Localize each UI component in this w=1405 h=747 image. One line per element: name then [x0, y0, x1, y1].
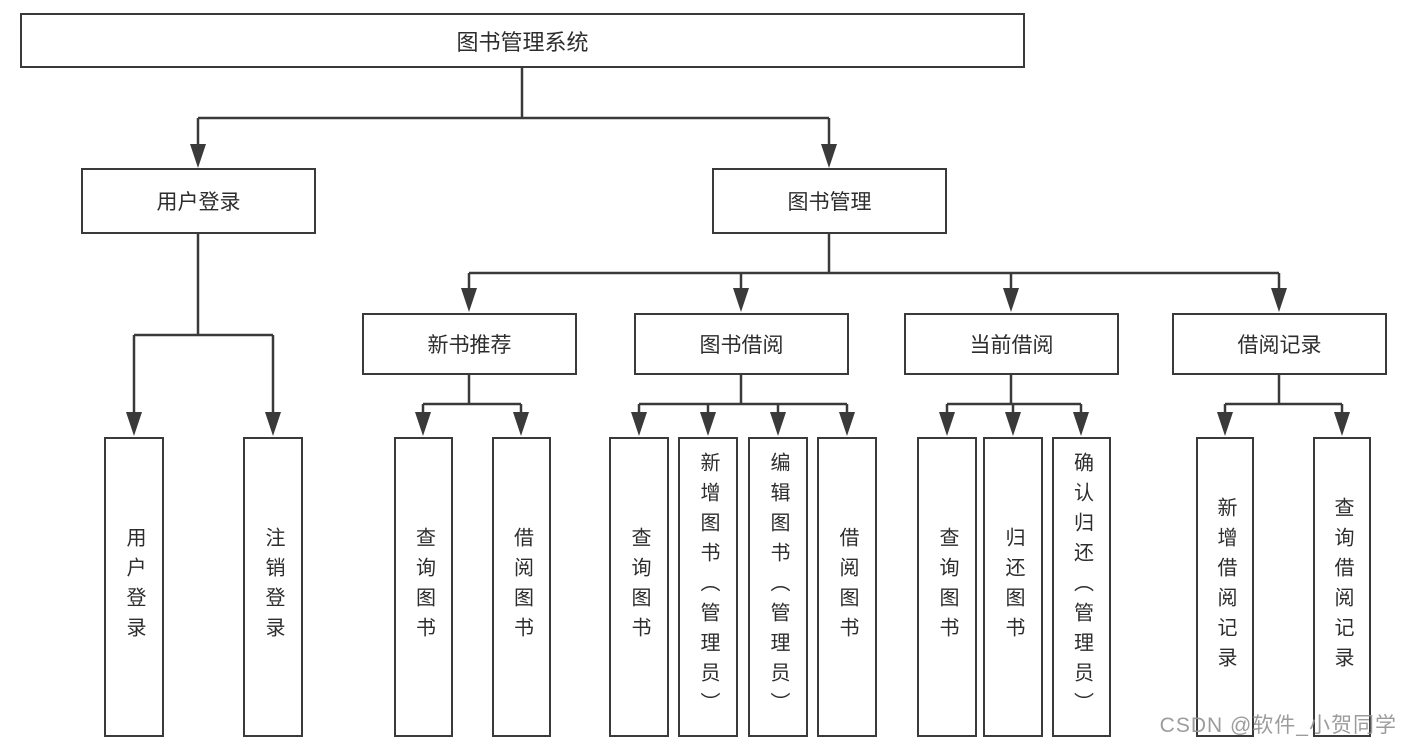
node-edit-books-admin-label: 编辑图书（管理员） — [767, 452, 789, 722]
node-current-borrow-label: 当前借阅 — [969, 334, 1054, 357]
node-user-login: 用户登录 — [81, 168, 316, 234]
node-book-borrow: 图书借阅 — [634, 313, 849, 375]
node-current-borrow: 当前借阅 — [904, 313, 1119, 375]
node-book-management-label: 图书管理 — [787, 191, 872, 214]
node-root: 图书管理系统 — [20, 13, 1025, 68]
node-logout-label: 注销登录 — [262, 527, 284, 647]
csdn-watermark: CSDN @软件_小贺同学 — [1159, 714, 1397, 737]
node-return-books-label: 归还图书 — [1002, 527, 1024, 647]
node-user-login-label: 用户登录 — [156, 191, 241, 214]
node-book-management: 图书管理 — [712, 168, 947, 234]
node-root-label: 图书管理系统 — [456, 29, 589, 55]
node-edit-books-admin: 编辑图书（管理员） — [748, 437, 808, 737]
node-borrow-query-books-label: 查询图书 — [628, 527, 650, 647]
node-new-book-recommend: 新书推荐 — [362, 313, 577, 375]
node-borrow-books: 借阅图书 — [817, 437, 877, 737]
node-return-books: 归还图书 — [983, 437, 1043, 737]
node-add-books-admin-label: 新增图书（管理员） — [697, 452, 719, 722]
node-current-query-books: 查询图书 — [917, 437, 977, 737]
node-borrow-query-books: 查询图书 — [609, 437, 669, 737]
node-recommend-query-books-label: 查询图书 — [412, 527, 435, 647]
node-confirm-return-admin-label: 确认归还（管理员） — [1070, 452, 1093, 722]
node-book-borrow-label: 图书借阅 — [699, 334, 784, 357]
node-add-books-admin: 新增图书（管理员） — [678, 437, 738, 737]
node-user-login-leaf-label: 用户登录 — [123, 527, 145, 647]
node-recommend-borrow-books: 借阅图书 — [492, 437, 551, 737]
node-add-borrow-record-label: 新增借阅记录 — [1214, 497, 1236, 677]
node-new-book-recommend-label: 新书推荐 — [427, 334, 512, 357]
node-confirm-return-admin: 确认归还（管理员） — [1052, 437, 1111, 737]
node-recommend-borrow-books-label: 借阅图书 — [510, 527, 533, 647]
node-borrow-records: 借阅记录 — [1172, 313, 1387, 375]
node-logout: 注销登录 — [243, 437, 303, 737]
node-query-borrow-record: 查询借阅记录 — [1313, 437, 1371, 737]
node-borrow-records-label: 借阅记录 — [1237, 334, 1322, 357]
node-query-borrow-record-label: 查询借阅记录 — [1331, 497, 1353, 677]
node-add-borrow-record: 新增借阅记录 — [1196, 437, 1254, 737]
node-user-login-leaf: 用户登录 — [104, 437, 164, 737]
node-recommend-query-books: 查询图书 — [394, 437, 453, 737]
node-current-query-books-label: 查询图书 — [936, 527, 958, 647]
node-borrow-books-label: 借阅图书 — [836, 527, 858, 647]
